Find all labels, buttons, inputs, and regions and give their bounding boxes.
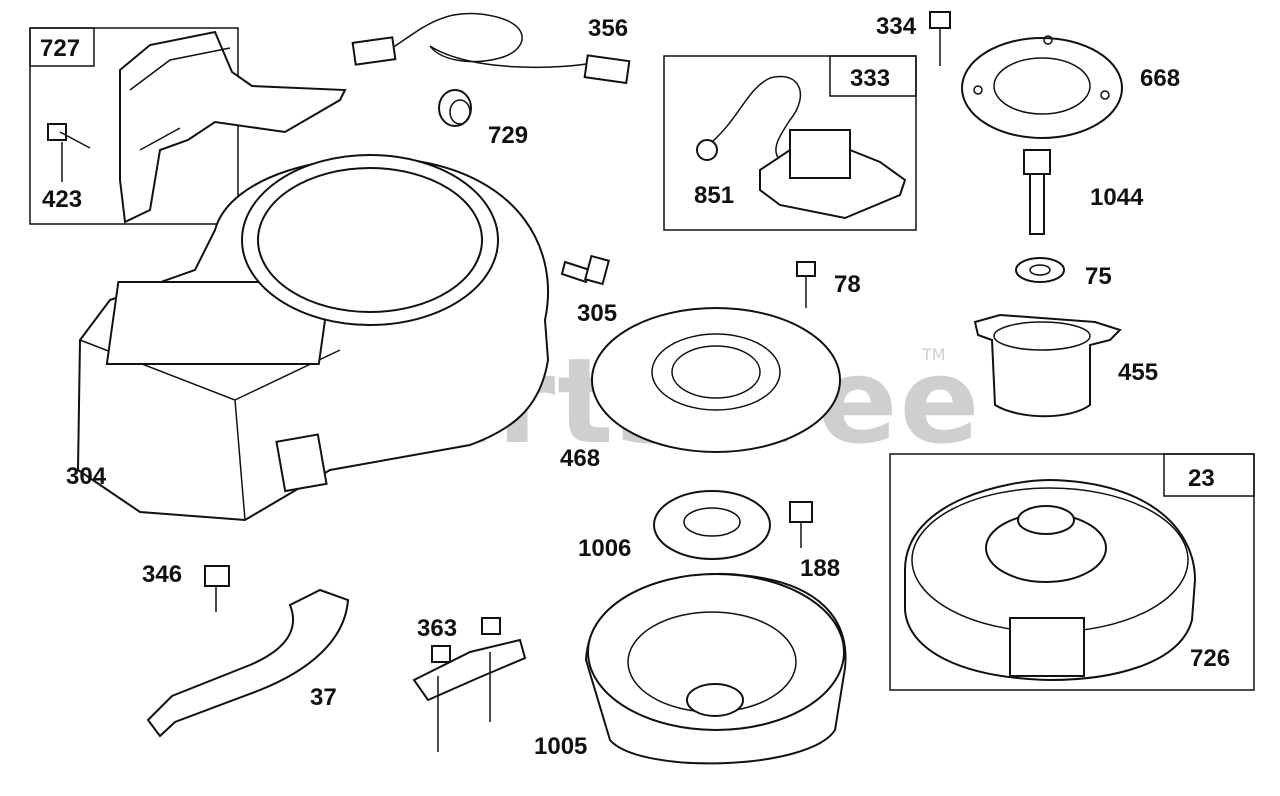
label-1005: 1005	[534, 733, 587, 760]
grommet-729[interactable]: 729	[438, 89, 528, 149]
bolt-423-shape	[47, 123, 91, 149]
screen-468[interactable]: 468	[560, 307, 841, 472]
label-727: 727	[40, 35, 80, 62]
wire-356[interactable]: 356	[351, 12, 631, 85]
label-305: 305	[577, 300, 617, 327]
label-1006: 1006	[578, 535, 631, 562]
plate-668[interactable]: 668	[961, 35, 1180, 139]
screw-334[interactable]: 334	[876, 11, 951, 66]
label-455: 455	[1118, 359, 1158, 386]
watermark-trademark: TM	[921, 345, 946, 364]
label-851: 851	[694, 182, 734, 209]
label-346: 346	[142, 561, 182, 588]
label-363: 363	[417, 615, 457, 642]
bracket-455[interactable]: 455	[973, 313, 1158, 418]
bolt-305[interactable]: 305	[560, 254, 617, 327]
group-23[interactable]: 23 726	[889, 453, 1255, 691]
group-333[interactable]: 333 851	[663, 55, 917, 231]
label-668: 668	[1140, 65, 1180, 92]
baffle-37[interactable]: 37	[146, 588, 350, 738]
bolt-346[interactable]: 346	[142, 561, 230, 612]
label-423: 423	[42, 186, 82, 213]
bolt-188[interactable]: 188	[789, 501, 840, 582]
label-726: 726	[1190, 645, 1230, 672]
shroud-727-shape	[119, 30, 347, 224]
label-333: 333	[850, 65, 890, 92]
cup-1006[interactable]: 1006	[578, 490, 771, 562]
screw-78[interactable]: 78	[796, 261, 861, 308]
label-37: 37	[310, 684, 337, 711]
label-304: 304	[66, 463, 107, 490]
label-729: 729	[488, 122, 528, 149]
label-75: 75	[1085, 263, 1112, 290]
bracket-363[interactable]: 363	[412, 615, 527, 752]
label-78: 78	[834, 271, 861, 298]
washer-75[interactable]: 75	[1015, 257, 1112, 290]
label-356: 356	[588, 15, 628, 42]
label-188: 188	[800, 555, 840, 582]
label-1044: 1044	[1090, 184, 1144, 211]
bolt-1044[interactable]: 1044	[1023, 149, 1144, 235]
group-727[interactable]: 727 423	[29, 27, 347, 225]
fan-1005[interactable]: 1005	[534, 572, 847, 765]
label-334: 334	[876, 13, 917, 40]
label-23: 23	[1188, 465, 1215, 492]
label-468: 468	[560, 445, 600, 472]
blower-housing-304[interactable]: 304	[66, 154, 550, 522]
